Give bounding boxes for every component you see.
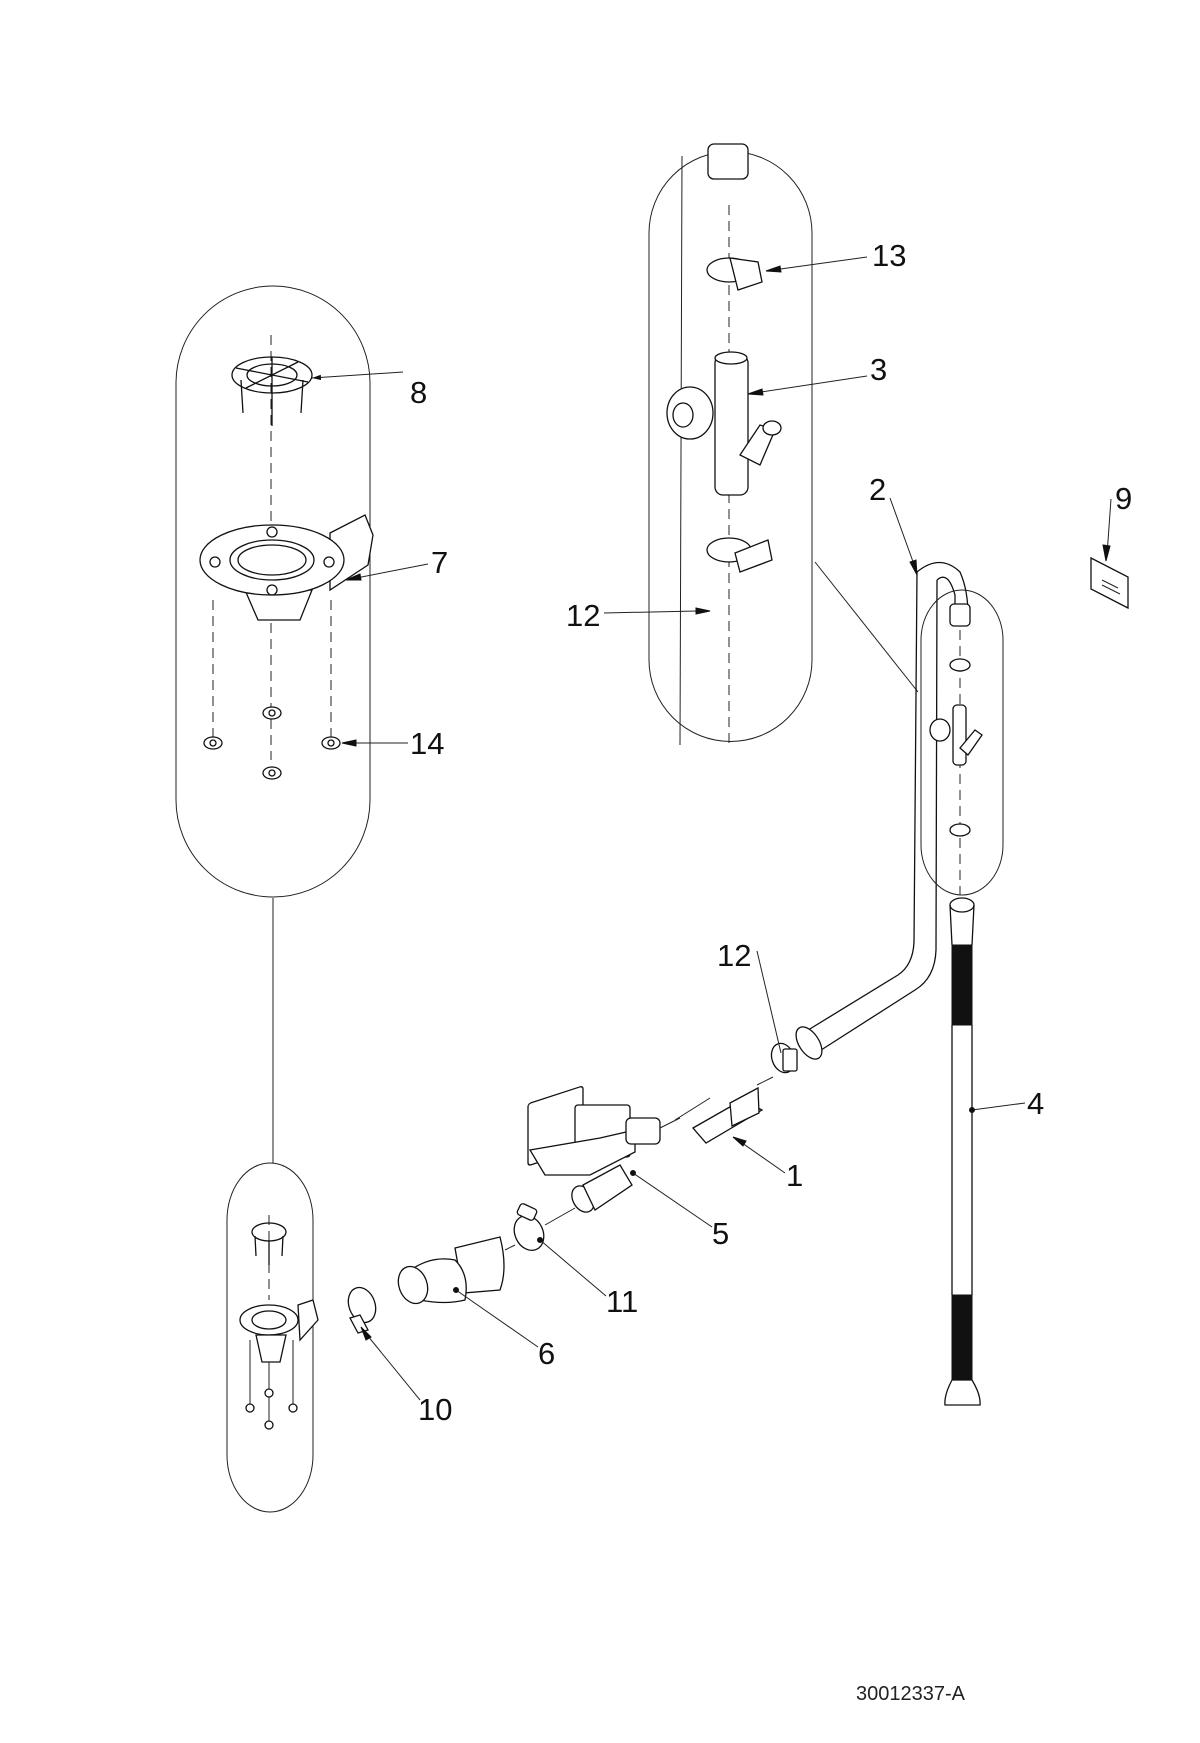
callout-2: 2 xyxy=(869,472,886,507)
document-number: 30012337-A xyxy=(856,1683,966,1705)
small-capsule-tee xyxy=(920,589,1004,896)
strainer-grid-part xyxy=(231,335,313,760)
callout-7: 7 xyxy=(431,545,448,580)
callout-9: 9 xyxy=(1115,481,1132,516)
drain-tube-part xyxy=(795,561,969,1060)
callout-5: 5 xyxy=(712,1216,729,1251)
capsule-outline xyxy=(175,285,371,898)
callout-10: 10 xyxy=(418,1392,452,1427)
detail-capsule-drain: 8 7 14 xyxy=(175,285,448,898)
nuts-part xyxy=(203,706,341,780)
leader-5 xyxy=(632,1172,713,1228)
hose-clamp-main-part xyxy=(770,1042,798,1074)
callout-12b: 12 xyxy=(717,938,751,973)
callout-11: 11 xyxy=(606,1284,638,1319)
small-capsule-drain xyxy=(226,1162,319,1513)
leader-2 xyxy=(889,497,917,571)
callout-1: 1 xyxy=(786,1158,803,1193)
leader-10 xyxy=(362,1329,421,1401)
callout-13: 13 xyxy=(872,238,906,273)
callout-3: 3 xyxy=(870,352,887,387)
drain-hose-part xyxy=(944,897,981,1406)
callout-14: 14 xyxy=(410,726,444,761)
leader-12b xyxy=(756,950,782,1054)
leader-11 xyxy=(539,1239,607,1297)
hose-clamp-part xyxy=(513,1203,576,1252)
callout-8: 8 xyxy=(410,375,427,410)
detail-connector-right xyxy=(814,561,919,693)
callout-12a: 12 xyxy=(566,598,600,633)
bracket-part xyxy=(674,1076,774,1144)
callout-6: 6 xyxy=(538,1336,555,1371)
hose-clamp-small-part xyxy=(347,1286,377,1334)
leader-8 xyxy=(311,371,404,381)
solenoid-valve-part xyxy=(527,1086,681,1213)
detail-capsule-tee: 13 3 12 xyxy=(566,143,906,746)
drain-body-part xyxy=(199,514,374,745)
label-tag-part xyxy=(1090,556,1129,610)
leader-6 xyxy=(455,1289,539,1348)
leader-4 xyxy=(971,1102,1026,1111)
callout-4: 4 xyxy=(1027,1086,1044,1121)
elbow-fitting-part xyxy=(397,1236,516,1305)
